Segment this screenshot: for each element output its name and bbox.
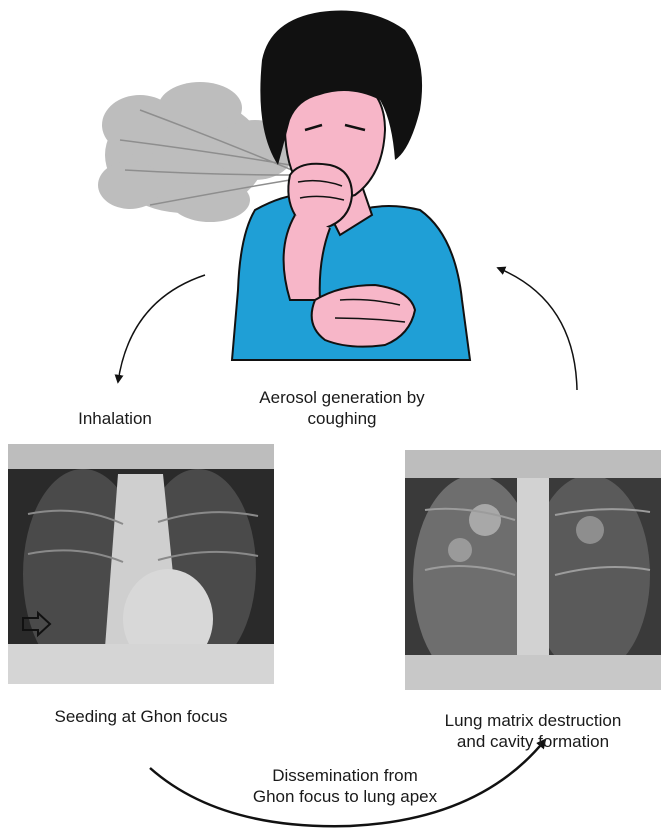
xray-cavity-formation	[405, 450, 661, 690]
inhalation-label: Inhalation	[45, 408, 185, 429]
seeding-label: Seeding at Ghon focus	[8, 706, 274, 727]
destruction-label-line1: Lung matrix destruction	[405, 710, 661, 731]
aerosol-label-line2: coughing	[222, 408, 462, 429]
destruction-label-line2: and cavity formation	[405, 731, 661, 752]
aerosol-return-arrow	[498, 268, 577, 390]
dissemination-label-line2: Ghon focus to lung apex	[220, 786, 470, 807]
aerosol-label-line1: Aerosol generation by	[222, 387, 462, 408]
dissemination-label-line1: Dissemination from	[220, 765, 470, 786]
inhalation-arrow	[118, 275, 205, 382]
xray-ghon-focus	[8, 444, 274, 684]
